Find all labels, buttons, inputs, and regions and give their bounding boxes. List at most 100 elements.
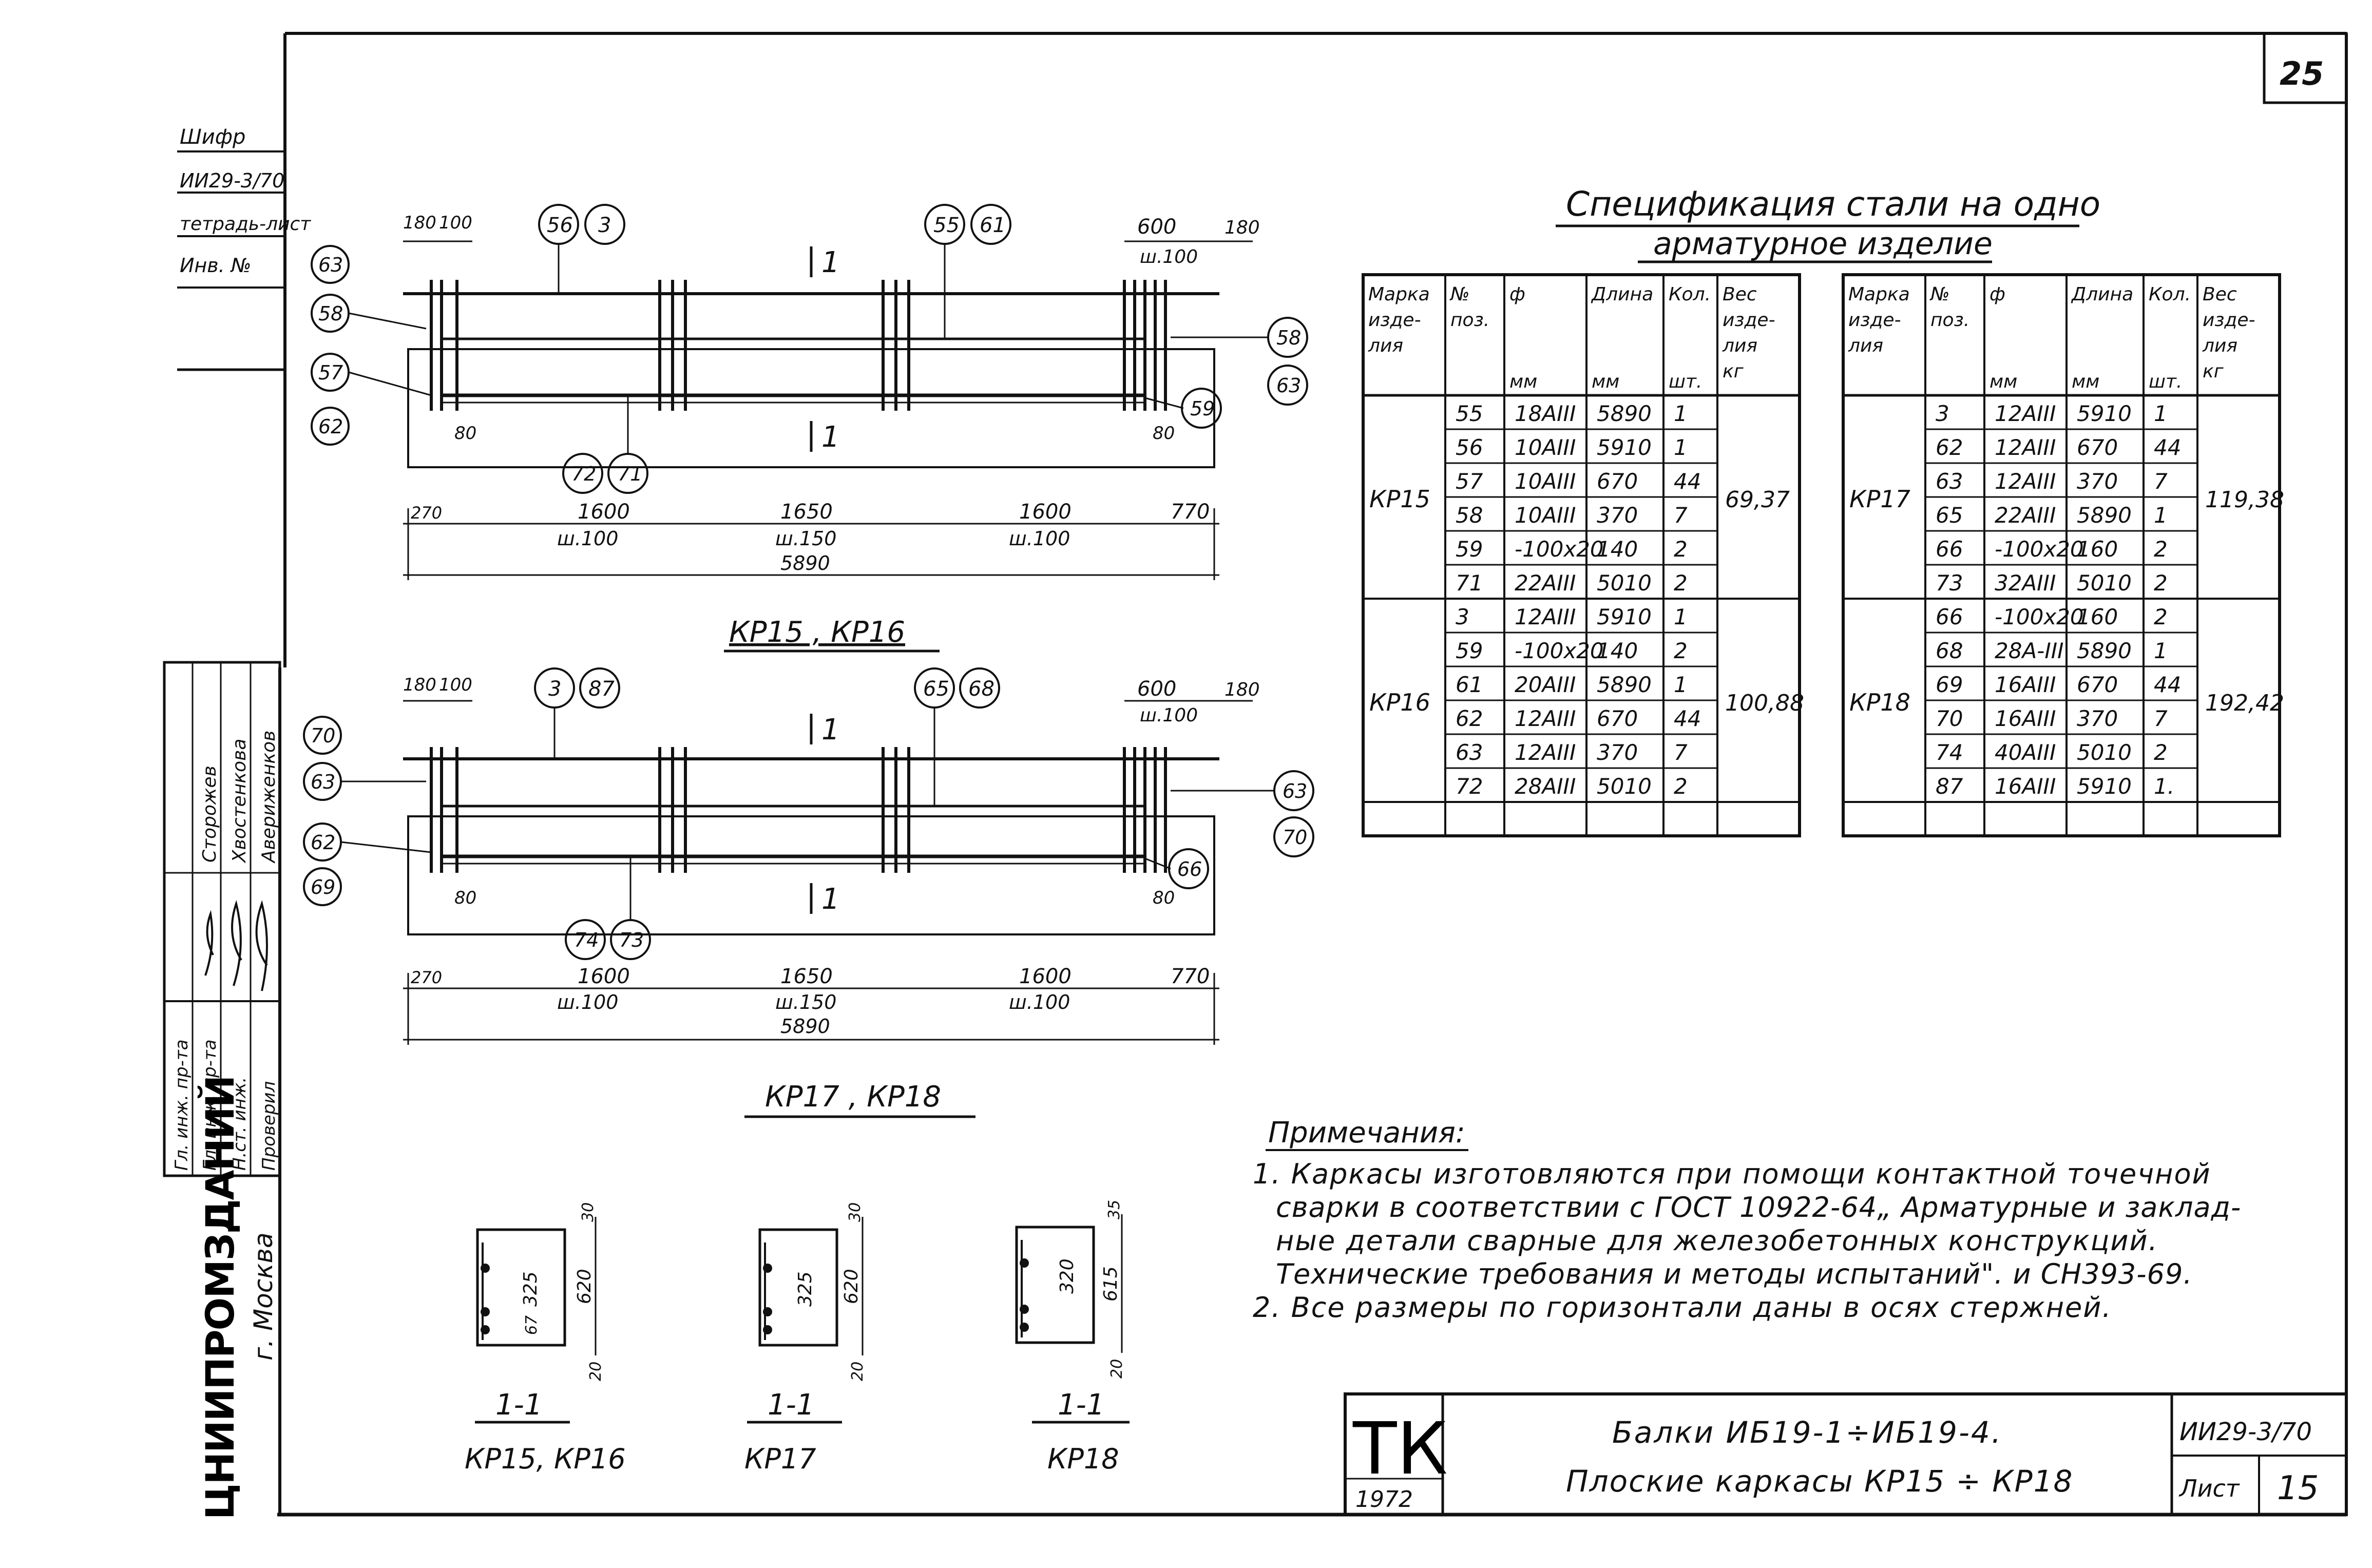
notes-title: Примечания: — [1268, 1116, 1465, 1150]
spec-cell: 2 — [2154, 740, 2168, 765]
title-list-label: Лист — [2178, 1475, 2240, 1502]
spec-cell: 63 — [1936, 469, 1963, 494]
section-caption: КР18 — [1047, 1443, 1119, 1475]
spec-cell: 44 — [1674, 469, 1701, 494]
spec-weight: 119,38 — [2205, 487, 2284, 513]
dim-step-2: ш.150 — [775, 527, 836, 550]
dim-offset-right: 80 — [1153, 888, 1175, 908]
spec-cell: 74 — [1936, 740, 1963, 765]
spec-cell: 7 — [2154, 706, 2168, 731]
spec-cell: 670 — [2077, 672, 2118, 697]
bubble-right-low: 66 — [1177, 858, 1202, 881]
note-line-2: сварки в соответствии с ГОСТ 10922-64„ А… — [1276, 1191, 2241, 1223]
bubble-top-1: 56 — [547, 214, 573, 237]
spec-cell: 1. — [2154, 774, 2174, 799]
stirrups-group — [430, 280, 1167, 411]
spec-header-text: кг — [2203, 361, 2224, 382]
dim-offset-left: 80 — [454, 888, 476, 908]
spec-cell: 71 — [1456, 570, 1483, 596]
spec-cell: 28А-III — [1995, 638, 2064, 663]
stamp-left: Шифр ИИ29-3/70 тетрадь-лист Инв. № — [177, 125, 311, 371]
dim-bottom-270: 270 — [411, 968, 442, 987]
dim-step-3: ш.100 — [1009, 527, 1070, 550]
spec-cell: -100х20 — [1515, 537, 1604, 562]
spec-cell: 670 — [2077, 435, 2118, 460]
spec-cell: 160 — [2077, 604, 2118, 629]
spec-table-left-border — [1362, 273, 1801, 837]
section-mark-bottom: 1 — [821, 883, 840, 916]
section-title: 1-1 — [768, 1388, 814, 1422]
spec-header-text: поз. — [1930, 310, 1969, 331]
spec-cell: -100х20 — [1995, 537, 2084, 562]
spec-cell: 56 — [1456, 435, 1483, 460]
spec-cell: 65 — [1936, 503, 1963, 528]
section-dim-height: 615 — [1100, 1266, 1121, 1302]
bubble-left-4: 62 — [318, 415, 343, 438]
dim-bottom-1600-b: 1600 — [1019, 965, 1072, 988]
spec-cell: 2 — [1674, 774, 1688, 799]
title-line2: Плоские каркасы КР15 ÷ КР18 — [1566, 1464, 2073, 1499]
bubble-top-3: 55 — [933, 214, 960, 237]
spec-cell: 58 — [1456, 503, 1483, 528]
spec-cell: 32АIII — [1995, 570, 2056, 596]
spec-cell: 5890 — [1597, 401, 1652, 426]
spec-table-right-border — [1842, 273, 2281, 837]
section-dim-top: 35 — [1105, 1200, 1123, 1219]
spec-header-text: Длина — [1591, 284, 1653, 305]
stamp-shifr-label: Шифр — [180, 125, 245, 149]
title-list-number: 15 — [2277, 1469, 2319, 1507]
spec-header-text: мм — [2072, 371, 2099, 392]
dim-top-180-left: 180 — [403, 675, 436, 695]
spec-cell: 2 — [1674, 638, 1688, 663]
spec-cell: 70 — [1936, 706, 1963, 731]
spec-cell: -100х20 — [1995, 604, 2084, 629]
spec-cell: 22АIII — [1995, 503, 2056, 528]
spec-cell: 1 — [1674, 401, 1688, 426]
spec-header-text: изде- — [1848, 310, 1901, 331]
spec-cell: 59 — [1456, 537, 1483, 562]
dim-bottom-770: 770 — [1171, 500, 1210, 524]
spec-cell: 1 — [2154, 503, 2168, 528]
spec-cell: 10АIII — [1515, 503, 1576, 528]
spec-header-text: лия — [1368, 335, 1403, 356]
section-title: 1-1 — [495, 1388, 542, 1422]
spec-header-text: № — [1449, 284, 1469, 305]
section-kr15-kr16: 30 325 620 67 20 1-1 КР15, КР16 — [465, 1202, 626, 1475]
spec-cell: 44 — [2154, 672, 2181, 697]
spec-cell: 59 — [1456, 638, 1483, 663]
note-line-1: 1. Каркасы изготовляются при помощи конт… — [1253, 1158, 2211, 1190]
spec-cell: 16АIII — [1995, 774, 2056, 799]
section-title: 1-1 — [1058, 1388, 1104, 1422]
spec-cell: 12АIII — [1515, 706, 1576, 731]
spec-cell: 5010 — [2077, 740, 2132, 765]
section-dim-height: 620 — [574, 1269, 595, 1304]
spec-cell: 1 — [2154, 401, 2168, 426]
bubble-left-4: 69 — [311, 876, 335, 898]
spec-cell: 12АIII — [1995, 435, 2056, 460]
dim-bottom-1650: 1650 — [780, 500, 833, 524]
spec-cell: 2 — [2154, 537, 2168, 562]
dim-top-100-left: 100 — [439, 675, 472, 695]
spec-header-text: Кол. — [1669, 284, 1711, 305]
org-city: г. Москва — [248, 1232, 278, 1361]
title-line1: Балки ИБ19-1÷ИБ19-4. — [1612, 1415, 2002, 1450]
dim-top-step: ш.100 — [1140, 246, 1198, 267]
spec-cell: 12АIII — [1995, 469, 2056, 494]
spec-cell: 44 — [1674, 706, 1701, 731]
spec-weight: 192,42 — [2205, 690, 2284, 716]
bubble-right-1: 58 — [1276, 327, 1301, 349]
spec-header-text: лия — [1722, 335, 1757, 356]
spec-cell: -100х20 — [1515, 638, 1604, 663]
section-dim-mid: 325 — [520, 1271, 541, 1307]
spec-cell: 1 — [1674, 604, 1688, 629]
spec-mark: КР15 — [1369, 485, 1430, 513]
spec-cell: 12АIII — [1515, 604, 1576, 629]
side-name-2: Хвостенкова — [229, 739, 250, 864]
section-dim-mid: 320 — [1057, 1258, 1078, 1294]
spec-mark: КР18 — [1849, 689, 1910, 716]
spec-header-text: шт. — [1669, 371, 1702, 392]
stamp-shifr-value: ИИ29-3/70 — [180, 169, 284, 192]
spec-cell: 2 — [2154, 604, 2168, 629]
spec-cell: 1 — [1674, 672, 1688, 697]
